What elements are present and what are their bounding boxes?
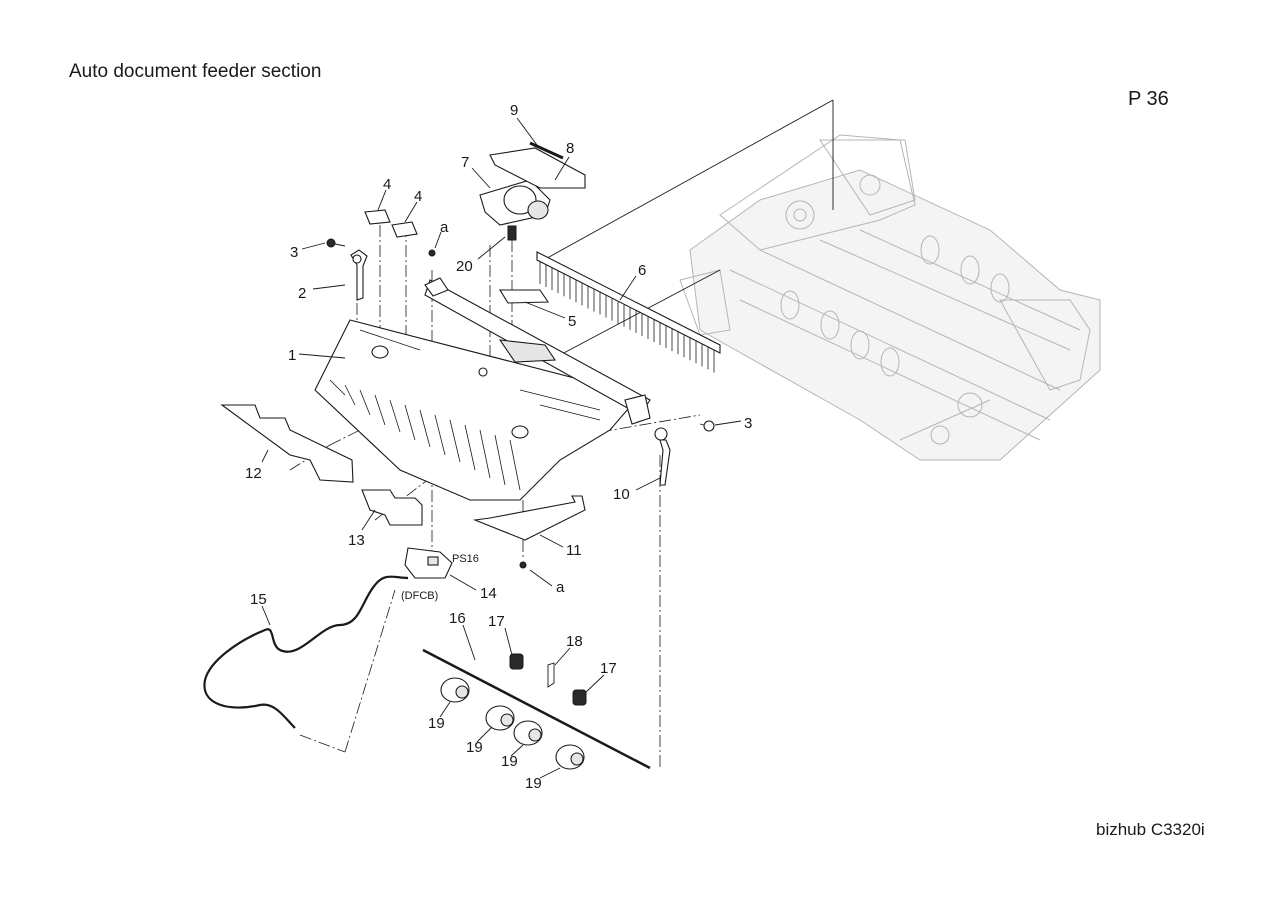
pad-part-4-left	[364, 209, 391, 225]
board-label: (DFCB)	[401, 590, 438, 602]
callout-4-left: 4	[383, 176, 391, 193]
callout-19-d: 19	[525, 775, 542, 792]
mylar-part-13	[361, 489, 423, 526]
callout-10: 10	[613, 486, 630, 503]
screw-a-lower	[519, 561, 527, 569]
roller-part-19-d	[555, 744, 585, 770]
screw-part-3-left	[326, 238, 346, 248]
shaft-part-16	[422, 648, 651, 770]
document-tray-part-1	[314, 277, 651, 501]
callout-18: 18	[566, 633, 583, 650]
page-title: Auto document feeder section	[69, 61, 322, 82]
callout-4-right: 4	[414, 188, 422, 205]
leader-lines	[261, 117, 742, 779]
callout-19-c: 19	[501, 753, 518, 770]
roller-part-19-a	[440, 677, 470, 703]
mylar-part-12	[220, 404, 354, 483]
callout-8: 8	[566, 140, 574, 157]
spring-part-20	[507, 225, 517, 241]
roller-part-19-b	[485, 705, 515, 731]
callout-2: 2	[298, 285, 306, 302]
sensor-part-14	[404, 547, 453, 579]
callout-19-b: 19	[466, 739, 483, 756]
screw-part-3-right	[699, 420, 715, 432]
callout-6: 6	[638, 262, 646, 279]
page-number: P 36	[1128, 88, 1169, 110]
lever-part-10	[654, 427, 671, 486]
lever-part-2	[350, 249, 368, 301]
adf-main-assembly-ghost	[679, 134, 1101, 461]
bracket-part-11	[472, 495, 586, 541]
harness-part-15	[203, 575, 409, 729]
callout-a-lower: a	[556, 579, 565, 596]
model-name: bizhub C3320i	[1096, 820, 1205, 839]
callout-15: 15	[250, 591, 267, 608]
guide-part-8	[489, 147, 586, 189]
callout-13: 13	[348, 532, 365, 549]
callout-11: 11	[566, 542, 582, 559]
gear-part-17-upper	[509, 653, 524, 670]
callout-5: 5	[568, 313, 576, 330]
static-brush-part-6	[536, 251, 721, 373]
callout-17-upper: 17	[488, 613, 505, 630]
callout-9: 9	[510, 102, 518, 119]
strip-part-9	[529, 141, 564, 160]
pad-part-4-right	[391, 221, 418, 238]
callout-3-right: 3	[744, 415, 752, 432]
callout-20: 20	[456, 258, 473, 275]
sheet-part-5	[499, 289, 550, 304]
callout-16: 16	[449, 610, 466, 627]
callout-19-a: 19	[428, 715, 445, 732]
callout-12: 12	[245, 465, 262, 482]
screw-a-upper	[428, 249, 436, 257]
callout-a-upper: a	[440, 219, 449, 236]
sensor-label: PS16	[452, 553, 479, 565]
callout-7: 7	[461, 154, 469, 171]
callout-3-left: 3	[290, 244, 298, 261]
callout-1: 1	[288, 347, 296, 364]
tray-ribs	[329, 329, 601, 491]
callouts: 1 2 3 4 4 a 20 7 8 9 6 5 3 10 11 12 13 P…	[245, 102, 752, 792]
feed-rollers-ghost	[780, 235, 1010, 377]
callout-14: 14	[480, 585, 497, 602]
gear-part-17-lower	[572, 689, 587, 706]
callout-17-lower: 17	[600, 660, 617, 677]
clip-part-18	[547, 662, 555, 688]
roller-part-19-c	[513, 720, 543, 746]
